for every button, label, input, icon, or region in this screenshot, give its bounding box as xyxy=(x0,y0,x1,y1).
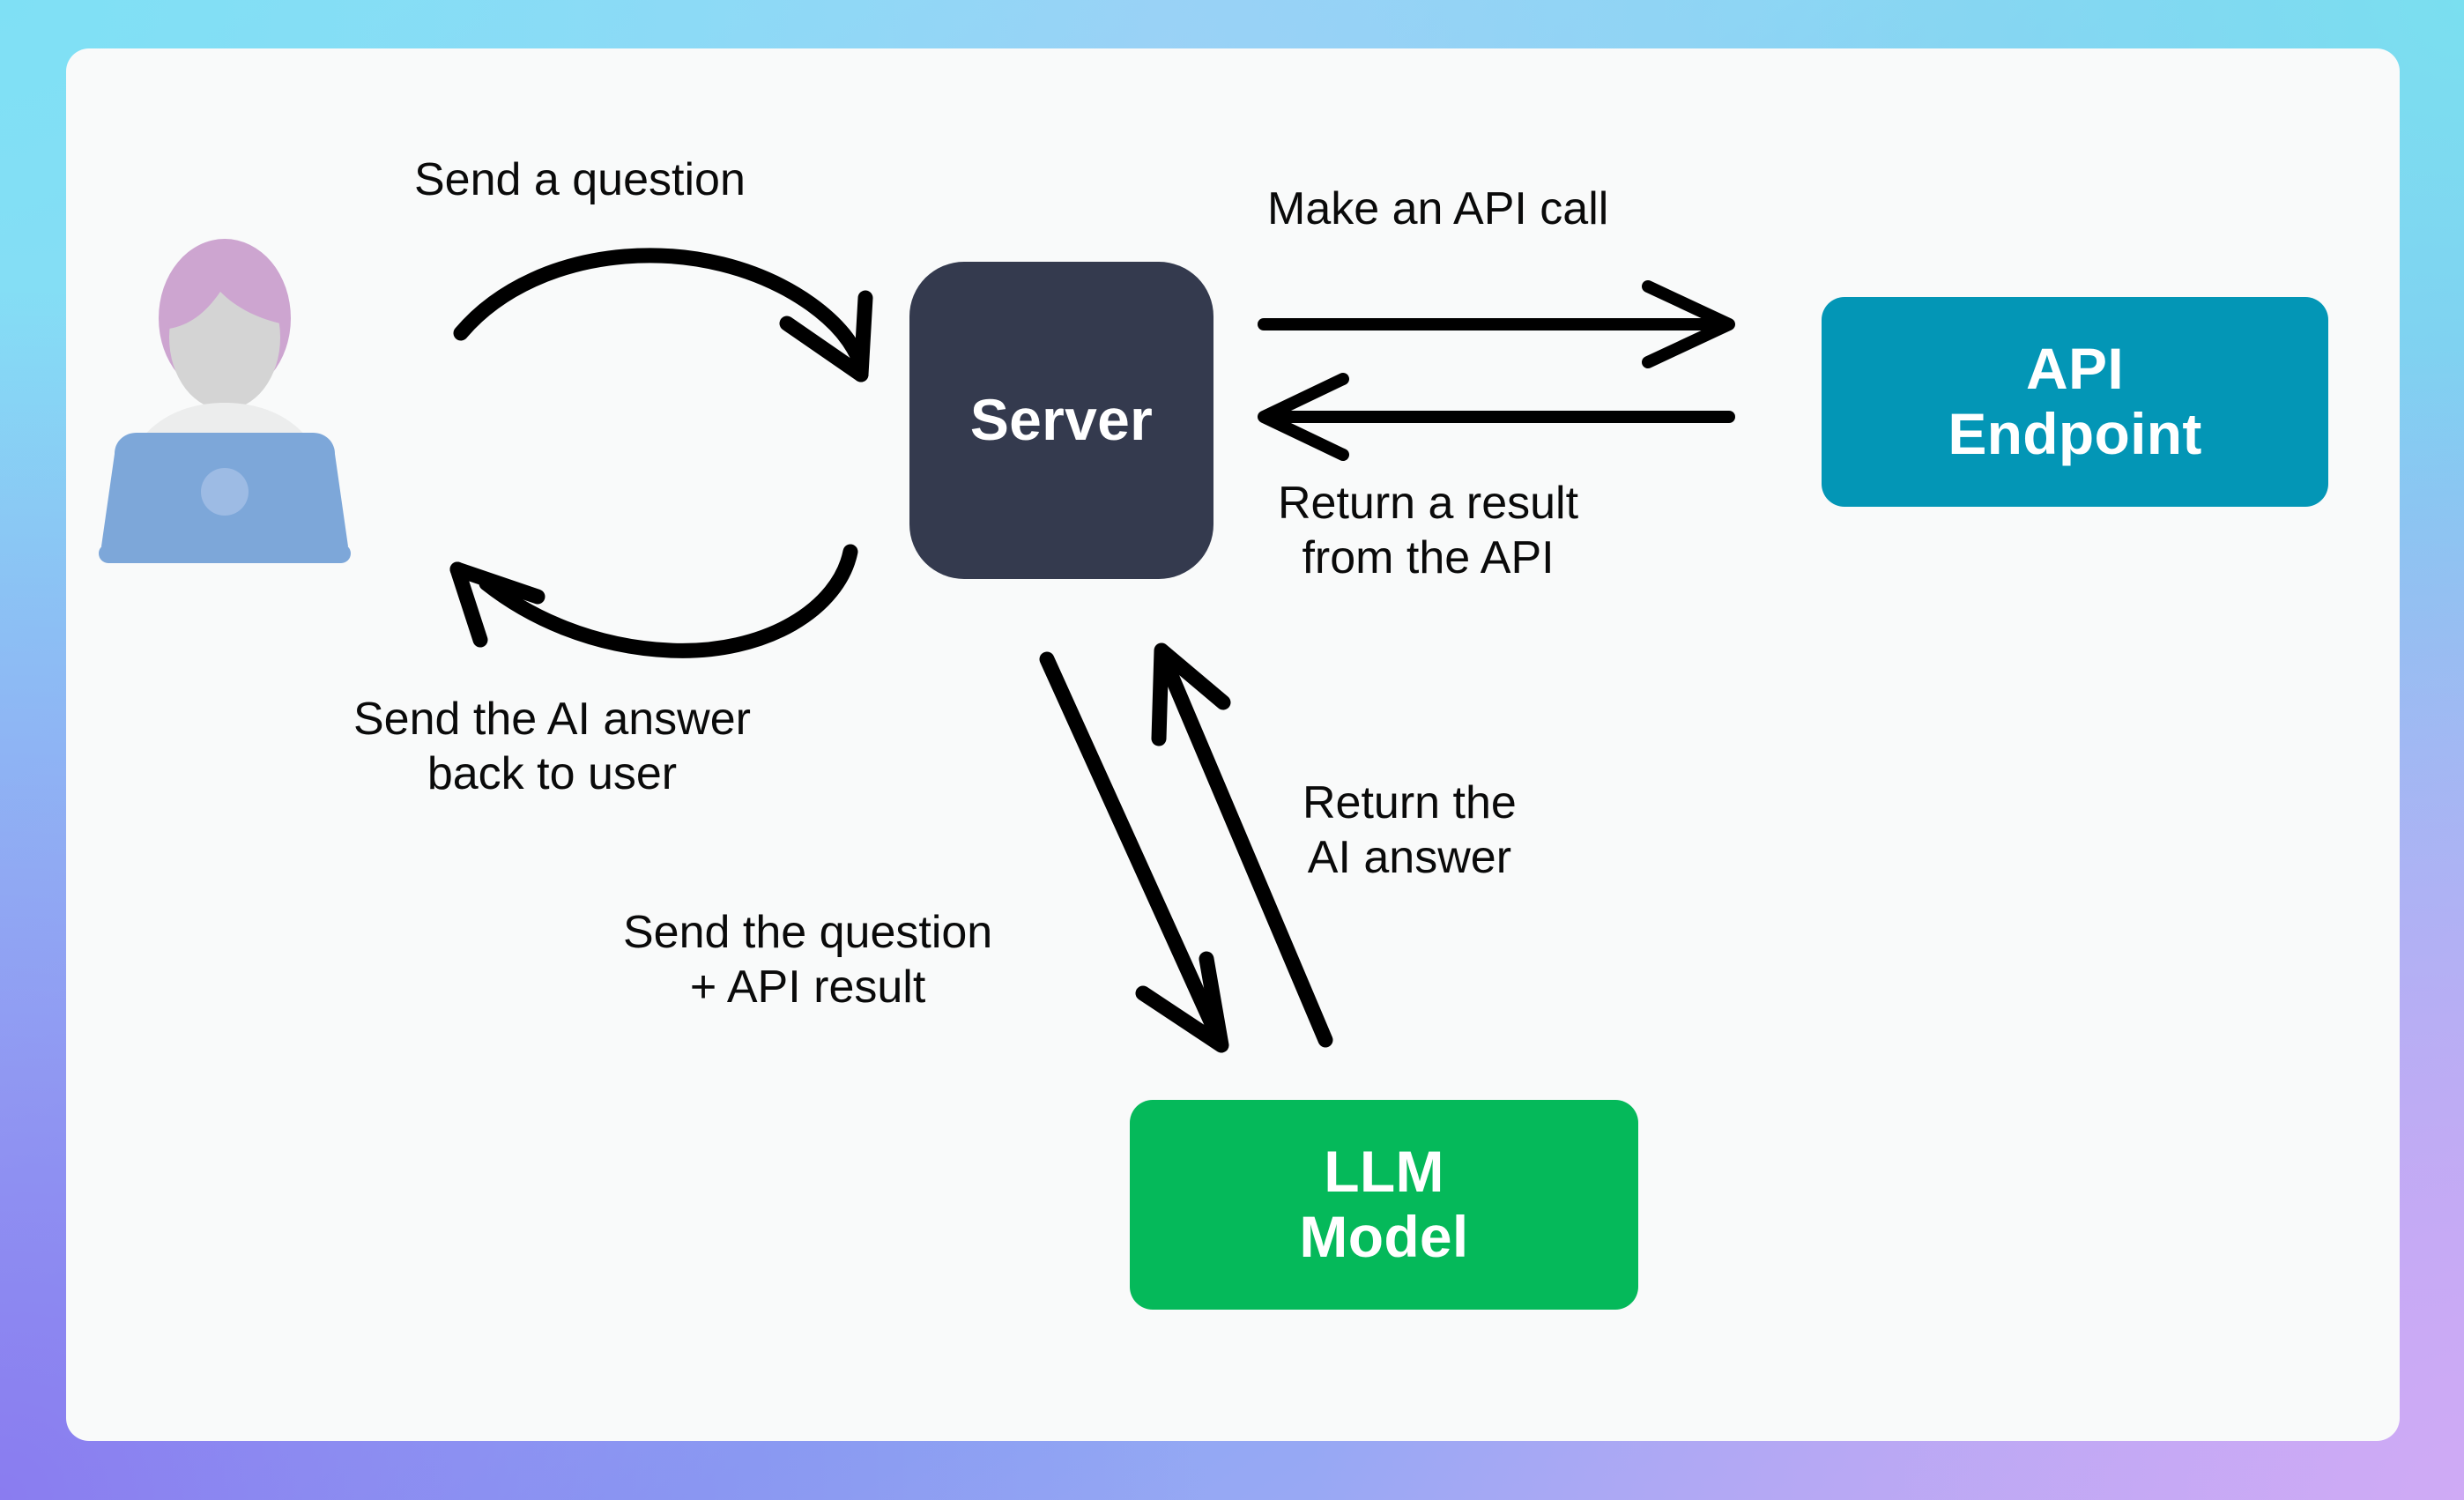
node-api-endpoint[interactable]: API Endpoint xyxy=(1822,297,2328,507)
person-at-laptop-icon xyxy=(99,239,351,563)
node-server[interactable]: Server xyxy=(909,262,1213,579)
node-api-endpoint-line2: Endpoint xyxy=(1948,401,2202,466)
edge-label-make-an-api-call: Make an API call xyxy=(1267,183,1609,234)
user-avatar xyxy=(97,234,353,568)
edge-label-return-the-ai-answer: Return the AI answer xyxy=(1303,777,1517,884)
edge-label-return-a-result-from-the-api: Return a result from the API xyxy=(1278,478,1579,584)
node-api-endpoint-label: API Endpoint xyxy=(1948,336,2202,467)
edge-label-send-a-question: Send a question xyxy=(414,154,746,205)
node-llm-model-line2: Model xyxy=(1299,1204,1469,1269)
edge-label-send-the-question-plus-api-result: Send the question + API result xyxy=(623,907,993,1014)
node-api-endpoint-line1: API xyxy=(2026,336,2124,402)
node-llm-model-label: LLM Model xyxy=(1299,1139,1469,1270)
node-server-label: Server xyxy=(969,387,1154,453)
node-llm-model[interactable]: LLM Model xyxy=(1130,1100,1638,1310)
node-llm-model-line1: LLM xyxy=(1324,1139,1444,1205)
edge-label-send-the-ai-answer-back-to-user: Send the AI answer back to user xyxy=(353,694,751,800)
